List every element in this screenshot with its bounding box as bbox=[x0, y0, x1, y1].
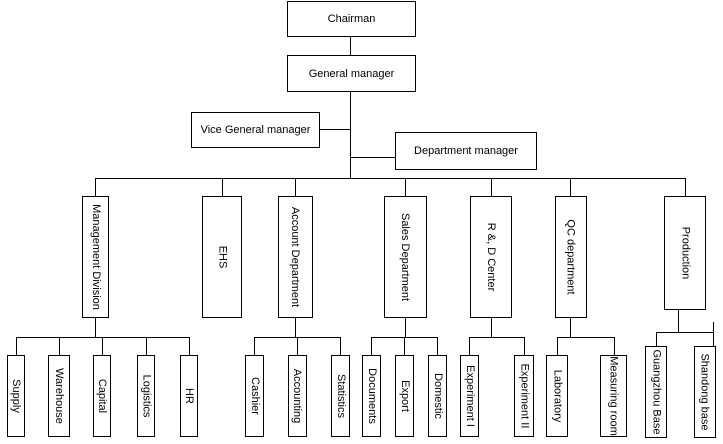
connector-line bbox=[95, 178, 686, 179]
unit-label: Capital bbox=[96, 378, 108, 414]
unit-box: Supply bbox=[7, 355, 25, 437]
unit-box: HR bbox=[180, 355, 198, 437]
connector-line bbox=[614, 337, 615, 355]
unit-box: Warehouse bbox=[48, 355, 70, 437]
vice-general-manager-label: Vice General manager bbox=[200, 124, 311, 136]
department-label: Production bbox=[679, 226, 691, 280]
connector-line bbox=[297, 337, 298, 355]
unit-label: Experiment II bbox=[518, 363, 530, 429]
department-box: R &, D Center bbox=[470, 196, 512, 318]
department-box: EHS bbox=[202, 196, 242, 318]
unit-box: Logistics bbox=[137, 355, 155, 437]
unit-label: Domestic bbox=[431, 373, 444, 419]
unit-box: Export bbox=[395, 355, 414, 437]
department-label: Account Department bbox=[289, 206, 302, 308]
connector-line bbox=[713, 322, 714, 346]
department-manager-label: Department manager bbox=[414, 145, 518, 157]
unit-label: Shandong base bbox=[699, 353, 712, 431]
connector-line bbox=[524, 337, 525, 355]
connector-line bbox=[557, 337, 558, 355]
connector-line bbox=[570, 318, 571, 337]
department-box: QC department bbox=[555, 196, 587, 318]
department-label: QC department bbox=[565, 219, 578, 295]
connector-line bbox=[570, 178, 571, 196]
connector-line bbox=[656, 332, 657, 346]
connector-line bbox=[350, 37, 351, 55]
unit-box: Accounting bbox=[288, 355, 307, 437]
connector-line bbox=[295, 318, 296, 337]
connector-line bbox=[189, 337, 190, 355]
connector-line bbox=[437, 337, 438, 355]
connector-line bbox=[102, 337, 103, 355]
unit-label: Warehouse bbox=[53, 368, 65, 424]
connector-line bbox=[320, 129, 350, 130]
chairman-label: Chairman bbox=[327, 13, 376, 25]
department-label: EHS bbox=[216, 245, 228, 269]
connector-line bbox=[404, 337, 405, 355]
unit-label: Export bbox=[398, 380, 411, 412]
unit-box: Measuring room bbox=[600, 355, 627, 437]
unit-label: Guangzhou Base bbox=[650, 349, 663, 435]
connector-line bbox=[491, 318, 492, 337]
unit-box: Laboratory bbox=[546, 355, 568, 437]
connector-line bbox=[95, 178, 96, 196]
unit-label: Laboratory bbox=[551, 369, 563, 423]
unit-box: Domestic bbox=[428, 355, 447, 437]
general-manager-label: General manager bbox=[308, 67, 395, 80]
unit-box: Guangzhou Base bbox=[645, 346, 667, 438]
chairman-box: Chairman bbox=[287, 1, 416, 37]
department-label: Sales Department bbox=[399, 212, 412, 302]
vice-general-manager-box: Vice General manager bbox=[191, 112, 320, 148]
connector-line bbox=[295, 178, 296, 196]
connector-line bbox=[685, 178, 686, 196]
unit-label: Measuring room bbox=[607, 356, 620, 436]
unit-label: Supply bbox=[10, 379, 23, 413]
department-box: Production bbox=[664, 196, 706, 310]
unit-box: Statistics bbox=[331, 355, 350, 437]
department-box: Management Division bbox=[82, 196, 109, 318]
connector-line bbox=[371, 337, 372, 355]
unit-box: Capital bbox=[93, 355, 111, 437]
unit-box: Experiment II bbox=[514, 355, 534, 437]
unit-label: Logistics bbox=[140, 374, 153, 418]
connector-line bbox=[59, 337, 60, 355]
connector-line bbox=[469, 337, 524, 338]
department-label: R &, D Center bbox=[485, 222, 497, 292]
unit-label: Cashier bbox=[248, 377, 261, 415]
connector-line bbox=[95, 318, 96, 337]
unit-label: Statistics bbox=[334, 373, 347, 419]
connector-line bbox=[350, 92, 351, 178]
unit-label: Documents bbox=[365, 368, 378, 424]
connector-line bbox=[222, 178, 223, 196]
connector-line bbox=[16, 337, 17, 355]
general-manager-box: General manager bbox=[287, 55, 416, 92]
connector-line bbox=[678, 310, 679, 332]
connector-line bbox=[557, 337, 614, 338]
connector-line bbox=[340, 337, 341, 355]
connector-line bbox=[656, 332, 713, 333]
department-box: Sales Department bbox=[384, 196, 427, 318]
connector-line bbox=[350, 157, 395, 158]
department-manager-box: Department manager bbox=[395, 132, 537, 170]
unit-label: Accounting bbox=[291, 368, 304, 424]
unit-label: Experiment I bbox=[463, 365, 476, 427]
connector-line bbox=[469, 337, 470, 355]
unit-box: Experiment I bbox=[460, 355, 479, 437]
connector-line bbox=[146, 337, 147, 355]
unit-label: HR bbox=[182, 388, 195, 404]
connector-line bbox=[254, 337, 255, 355]
department-box: Account Department bbox=[278, 196, 313, 318]
connector-line bbox=[405, 178, 406, 196]
connector-line bbox=[405, 318, 406, 337]
department-label: Management Division bbox=[89, 204, 102, 310]
unit-box: Shandong base bbox=[694, 346, 716, 438]
unit-box: Documents bbox=[362, 355, 381, 437]
connector-line bbox=[491, 178, 492, 196]
unit-box: Cashier bbox=[245, 355, 264, 437]
